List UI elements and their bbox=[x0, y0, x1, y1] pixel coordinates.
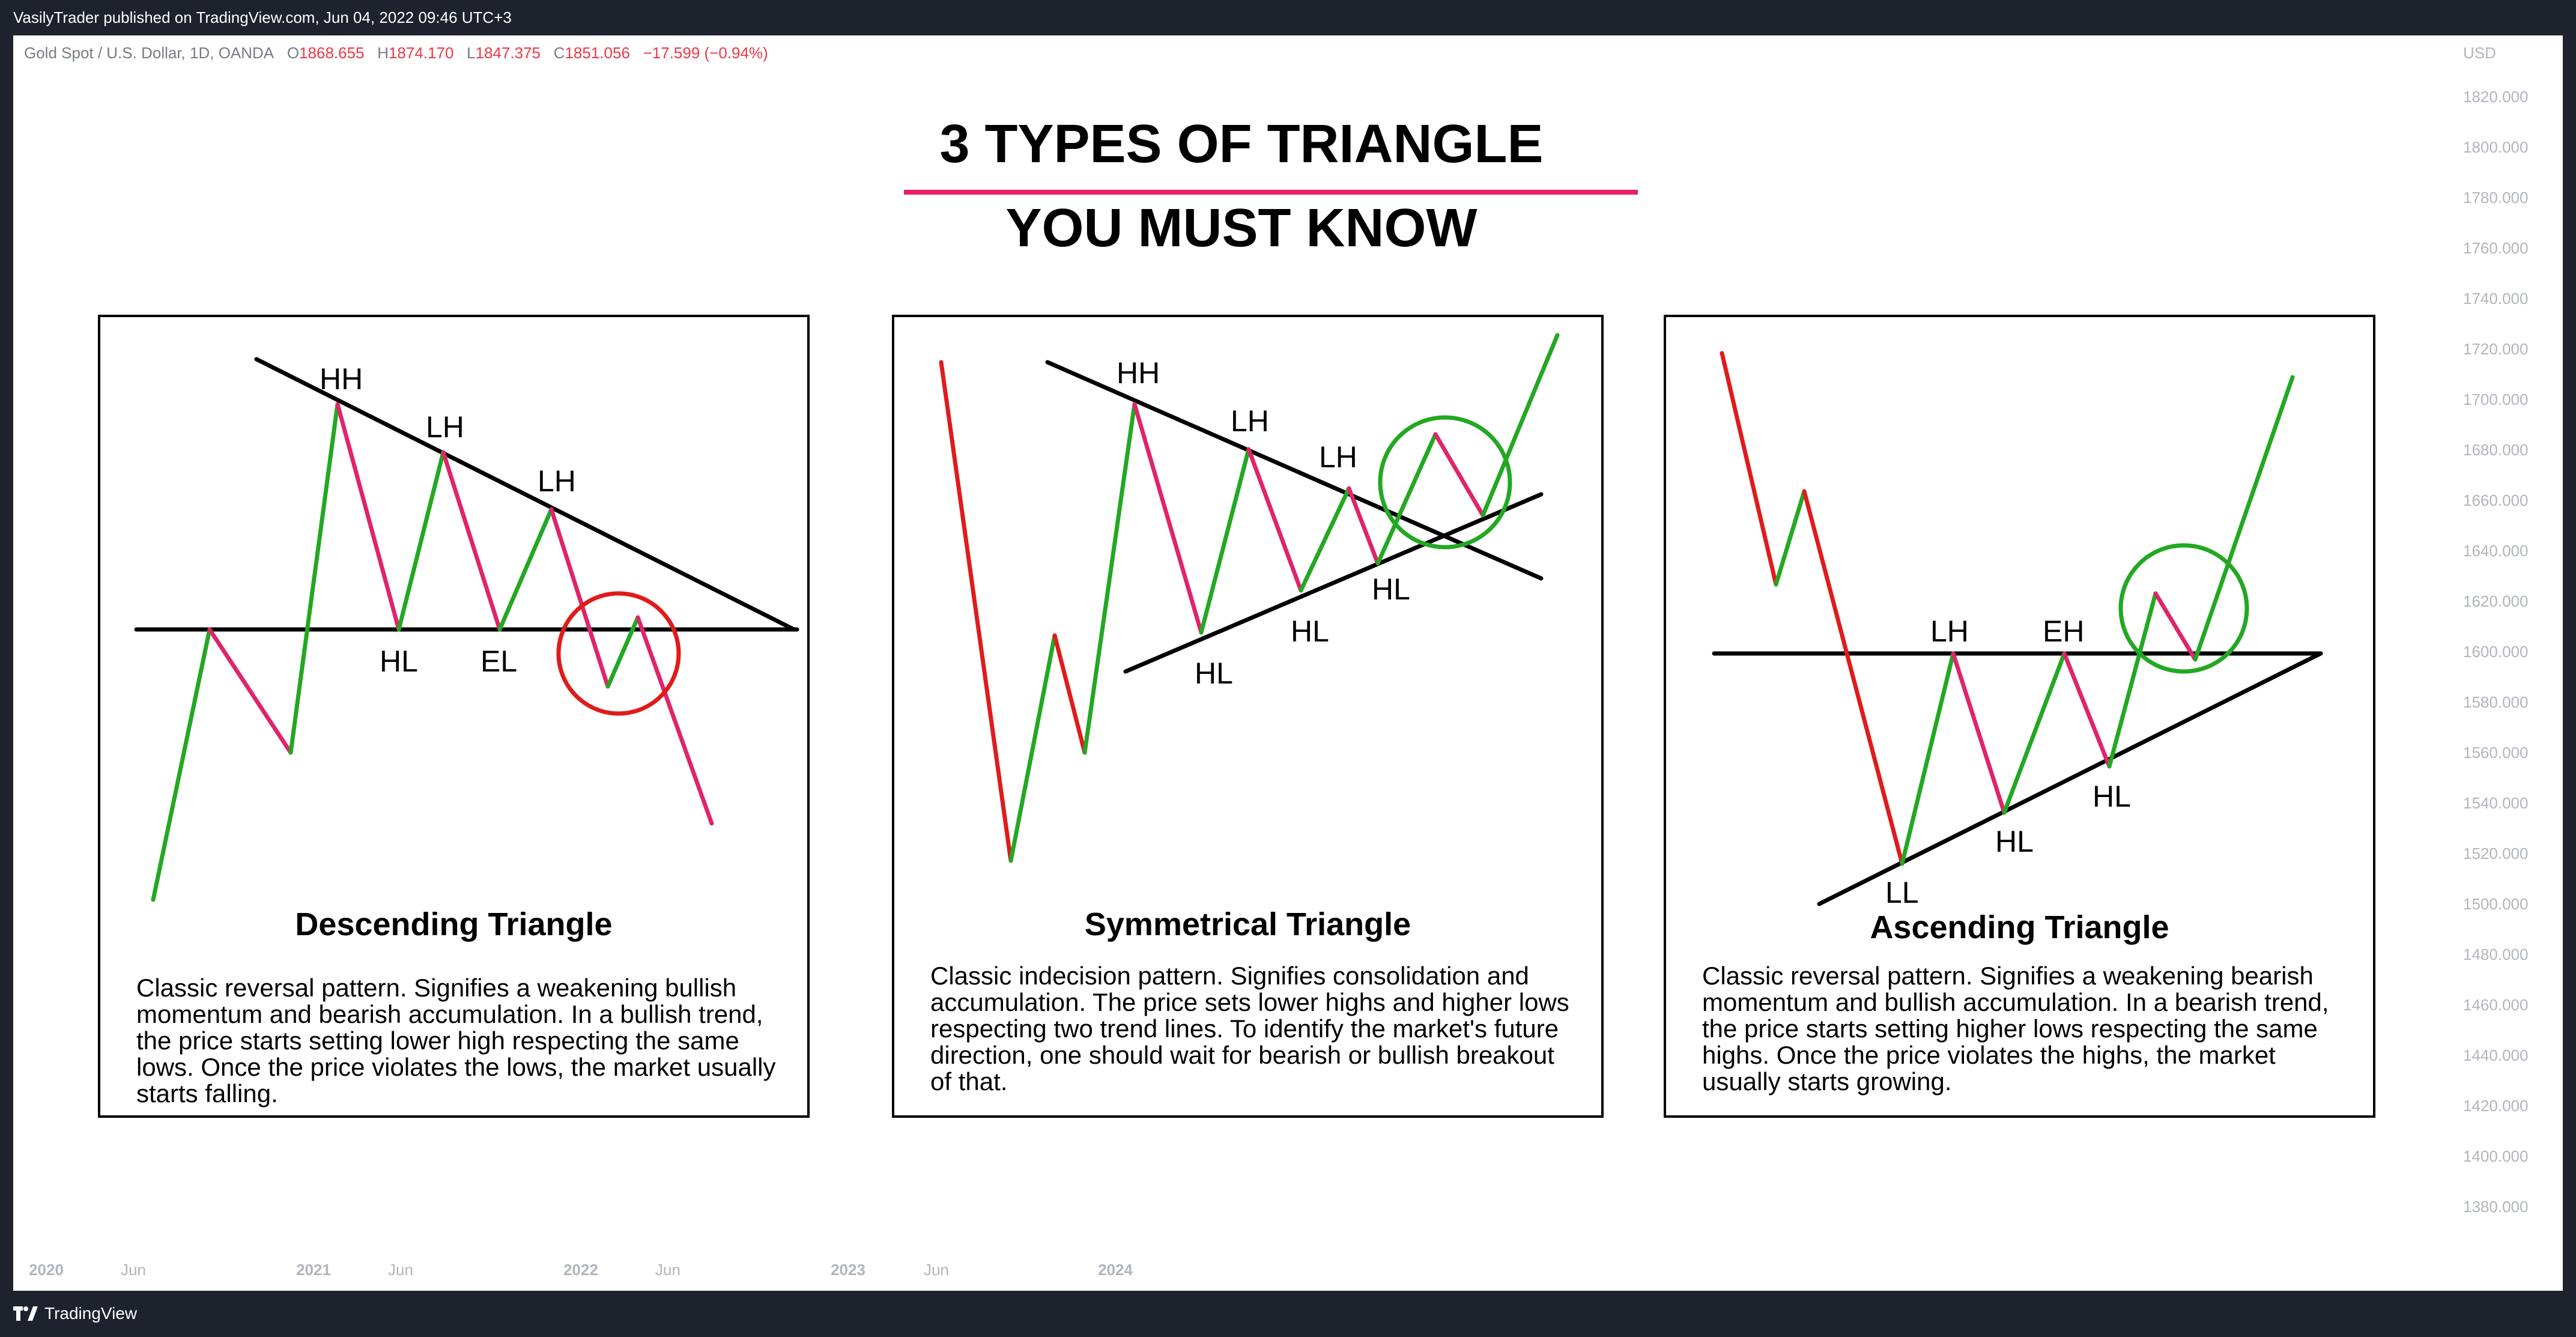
time-tick: 2021 bbox=[296, 1261, 331, 1279]
resistance-trendline bbox=[254, 357, 796, 632]
publisher-bar: VasilyTrader published on TradingView.co… bbox=[0, 0, 2576, 35]
breakout-circle bbox=[556, 591, 681, 716]
time-tick: Jun bbox=[655, 1261, 680, 1279]
price-tick: 1800.000 bbox=[2463, 138, 2529, 156]
price-tick: 1780.000 bbox=[2463, 189, 2529, 207]
price-tick: 1500.000 bbox=[2463, 895, 2529, 913]
headline-line-1: 3 TYPES OF TRIANGLE bbox=[939, 114, 1544, 174]
label-hl-1: HL bbox=[1195, 656, 1233, 690]
time-tick: Jun bbox=[924, 1261, 949, 1279]
price-tick: 1680.000 bbox=[2463, 441, 2529, 459]
support-trendline bbox=[1817, 651, 2323, 906]
descending-triangle-panel: HH LH LH HL EL Descending Triangle Class… bbox=[98, 315, 810, 1118]
price-tick: 1560.000 bbox=[2463, 744, 2529, 762]
price-tick: 1460.000 bbox=[2463, 996, 2529, 1014]
change-value: −17.599 (−0.94%) bbox=[643, 44, 768, 62]
label-lh-2: LH bbox=[1319, 440, 1357, 474]
upper-trendline bbox=[1045, 360, 1544, 581]
price-axis[interactable]: USD 1820.000 1800.000 1780.000 1760.000 1740… bbox=[2443, 35, 2563, 1291]
headline-divider bbox=[904, 190, 1638, 195]
low-value: 1847.375 bbox=[475, 44, 541, 62]
ascending-triangle-panel: LH EH HL HL LL Ascending Triangle Classi… bbox=[1664, 315, 2375, 1118]
panel-description: Classic reversal pattern. Signifies a we… bbox=[1702, 962, 2329, 1096]
price-tick: 1600.000 bbox=[2463, 643, 2529, 661]
symmetrical-triangle-diagram: HH LH LH HL HL HL bbox=[939, 333, 1560, 863]
chart-window[interactable]: Gold Spot / U.S. Dollar, 1D, OANDA O1868… bbox=[13, 35, 2563, 1291]
descending-triangle-diagram: HH LH LH HL EL bbox=[134, 357, 799, 902]
price-tick: 1540.000 bbox=[2463, 794, 2529, 812]
price-tick: 1380.000 bbox=[2463, 1198, 2529, 1216]
label-hh: HH bbox=[320, 362, 363, 396]
symmetrical-triangle-panel: HH LH LH HL HL HL Symmetrical Triangle C… bbox=[892, 315, 1604, 1118]
high-value: 1874.170 bbox=[388, 44, 454, 62]
label-ll: LL bbox=[1885, 876, 1919, 909]
time-tick: 2024 bbox=[1098, 1261, 1133, 1279]
open-value: 1868.655 bbox=[299, 44, 365, 62]
price-tick: 1480.000 bbox=[2463, 945, 2529, 963]
time-tick: 2023 bbox=[831, 1261, 865, 1279]
label-eh: EH bbox=[2043, 614, 2084, 648]
label-lh-1: LH bbox=[1231, 404, 1269, 438]
label-lh: LH bbox=[1930, 614, 1969, 648]
symbol-legend[interactable]: Gold Spot / U.S. Dollar, 1D, OANDA O1868… bbox=[24, 44, 768, 62]
price-tick: 1760.000 bbox=[2463, 239, 2529, 257]
time-tick: Jun bbox=[121, 1261, 146, 1279]
label-hl-2: HL bbox=[1291, 614, 1329, 648]
price-tick: 1700.000 bbox=[2463, 390, 2529, 408]
label-hl-1: HL bbox=[1995, 825, 2034, 858]
price-tick: 1820.000 bbox=[2463, 88, 2529, 106]
tradingview-logo-icon bbox=[13, 1306, 38, 1321]
close-value: 1851.056 bbox=[565, 44, 630, 62]
price-tick: 1620.000 bbox=[2463, 592, 2529, 610]
label-hl: HL bbox=[380, 644, 418, 678]
label-lh-1: LH bbox=[426, 410, 464, 444]
label-hh: HH bbox=[1117, 356, 1160, 390]
label-hl-2: HL bbox=[2093, 780, 2131, 813]
panel-title: Descending Triangle bbox=[295, 906, 613, 942]
headline-line-2: YOU MUST KNOW bbox=[1005, 198, 1477, 258]
brand-name: TradingView bbox=[44, 1304, 138, 1323]
price-tick: 1520.000 bbox=[2463, 844, 2529, 863]
currency-label: USD bbox=[2463, 44, 2496, 62]
footer-bar: TradingView bbox=[0, 1291, 2576, 1337]
panel-description: Classic indecision pattern. Signifies co… bbox=[930, 962, 1569, 1096]
time-tick: 2020 bbox=[29, 1261, 64, 1279]
panel-title: Ascending Triangle bbox=[1870, 909, 2169, 945]
price-tick: 1420.000 bbox=[2463, 1097, 2529, 1115]
price-tick: 1580.000 bbox=[2463, 693, 2529, 711]
label-hl-3: HL bbox=[1372, 572, 1410, 606]
tradingview-brand[interactable]: TradingView bbox=[13, 1304, 137, 1323]
panel-title: Symmetrical Triangle bbox=[1084, 906, 1411, 942]
breakout-circle bbox=[2118, 543, 2249, 674]
price-tick: 1440.000 bbox=[2463, 1046, 2529, 1064]
label-el: EL bbox=[480, 644, 517, 678]
price-tick: 1660.000 bbox=[2463, 491, 2529, 509]
label-lh-2: LH bbox=[538, 464, 576, 498]
symbol-name: Gold Spot / U.S. Dollar, 1D, OANDA bbox=[24, 44, 274, 62]
time-tick: Jun bbox=[388, 1261, 413, 1279]
price-tick: 1720.000 bbox=[2463, 340, 2529, 358]
price-tick: 1400.000 bbox=[2463, 1147, 2529, 1165]
lower-trendline bbox=[1123, 492, 1544, 674]
publisher-text: VasilyTrader published on TradingView.co… bbox=[13, 8, 512, 26]
breakout-circle bbox=[1378, 415, 1512, 550]
panel-description: Classic reversal pattern. Signifies a we… bbox=[136, 974, 776, 1108]
price-tick: 1740.000 bbox=[2463, 290, 2529, 308]
time-tick: 2022 bbox=[563, 1261, 598, 1279]
price-tick: 1640.000 bbox=[2463, 542, 2529, 560]
ascending-triangle-diagram: LH EH HL HL LL bbox=[1712, 351, 2323, 909]
